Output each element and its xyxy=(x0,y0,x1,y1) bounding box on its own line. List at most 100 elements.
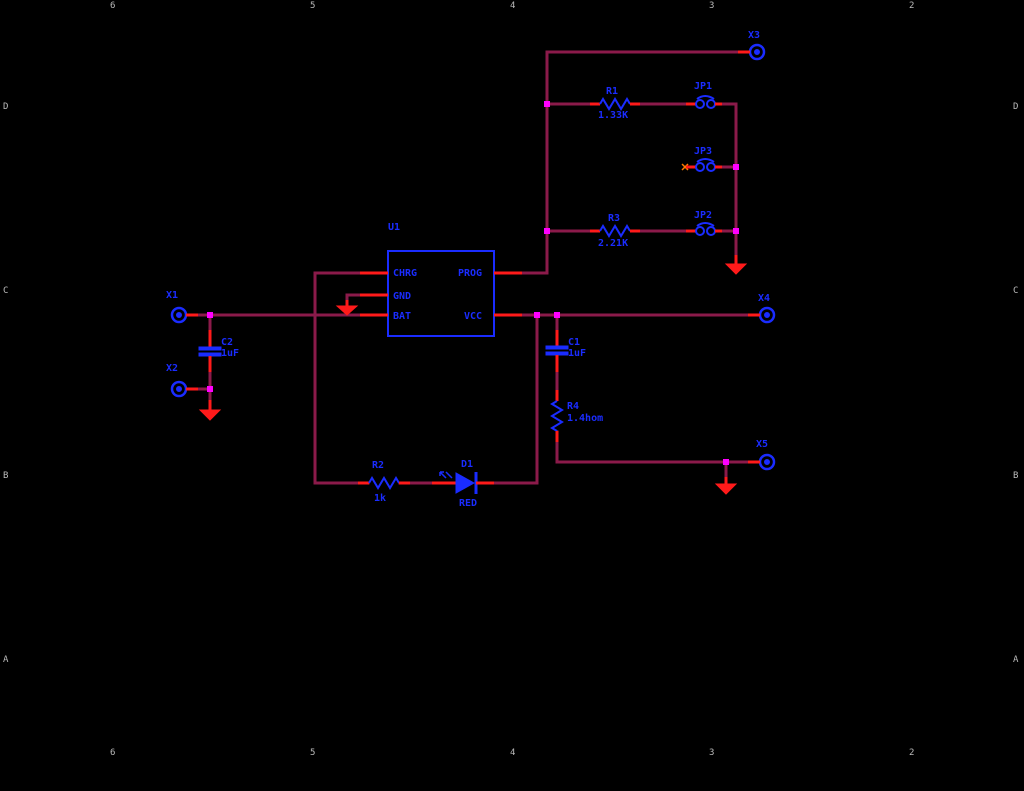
jp2-pad-b xyxy=(706,226,716,236)
jp2-bridge xyxy=(696,222,715,227)
d1-value: RED xyxy=(459,498,477,509)
capacitor-icon xyxy=(198,346,222,351)
resistor-r1[interactable]: R1 1.33K xyxy=(590,86,640,121)
frame-top-3: 3 xyxy=(709,1,714,11)
resistor-icon xyxy=(550,400,564,432)
frame-left-b: B xyxy=(3,471,8,481)
resistor-icon xyxy=(599,97,631,111)
led-emit-icon xyxy=(439,471,453,479)
r2-value: 1k xyxy=(374,493,386,504)
jp3-ref: JP3 xyxy=(694,146,712,157)
u1-label-chrg: CHRG xyxy=(393,268,417,279)
jp3-bridge xyxy=(696,158,715,163)
capacitor-c1[interactable]: C1 1uF xyxy=(545,330,586,372)
jumper-icon xyxy=(695,226,705,236)
x2-ref: X2 xyxy=(166,363,178,374)
u1-ref: U1 xyxy=(388,222,400,233)
frame-top-4: 4 xyxy=(510,1,515,11)
r4-ref: R4 xyxy=(567,401,579,412)
junction-dot xyxy=(207,312,213,318)
frame-bottom-5: 5 xyxy=(310,748,315,758)
junction-dot xyxy=(733,164,739,170)
wire-chrg-loop xyxy=(313,271,370,485)
jp1-pad-b xyxy=(706,99,716,109)
junction-dot xyxy=(723,459,729,465)
jp2-ref: JP2 xyxy=(694,210,712,221)
frame-markers: 6 5 4 3 2 6 5 4 3 2 D C B A D C B A xyxy=(3,1,1019,758)
frame-top-2: 2 xyxy=(909,1,914,11)
wire-r4-x5 xyxy=(555,430,750,464)
frame-right-b: B xyxy=(1013,471,1018,481)
x5-ref: X5 xyxy=(756,439,768,450)
c1-plate-b xyxy=(545,351,569,356)
u1-ic[interactable]: U1 CHRG GND BAT PROG VCC xyxy=(360,222,522,337)
c2-plate-b xyxy=(198,352,222,357)
jp3-pad-b xyxy=(706,162,716,172)
frame-top-6: 6 xyxy=(110,1,115,11)
nc-stroke xyxy=(681,163,689,171)
x4-ref: X4 xyxy=(758,293,770,304)
x5-dot xyxy=(764,459,770,465)
ground-icon xyxy=(724,255,748,275)
x3-ref: X3 xyxy=(748,30,760,41)
ground-icon xyxy=(714,477,738,495)
wire-d1-vcc xyxy=(483,313,539,485)
frame-bottom-3: 3 xyxy=(709,748,714,758)
frame-left-c: C xyxy=(3,286,8,296)
resistor-r3[interactable]: R3 2.21K xyxy=(590,213,640,249)
wire-prog-net xyxy=(518,50,747,275)
resistor-r4[interactable]: R4 1.4hom xyxy=(550,390,603,442)
resistor-icon xyxy=(599,224,631,238)
jp1-ref: JP1 xyxy=(694,81,712,92)
connector-x5[interactable]: X5 xyxy=(748,439,776,471)
r1-ref: R1 xyxy=(606,86,618,97)
junction-dot xyxy=(207,386,213,392)
frame-bottom-2: 2 xyxy=(909,748,914,758)
c1-value: 1uF xyxy=(568,348,586,359)
jumper-jp2[interactable]: JP2 xyxy=(686,210,722,236)
x3-dot xyxy=(754,49,760,55)
r1-value: 1.33K xyxy=(598,110,628,121)
connector-x1[interactable]: X1 xyxy=(166,290,198,324)
x1-ref: X1 xyxy=(166,290,178,301)
ground-icon xyxy=(335,300,359,316)
connector-x4[interactable]: X4 xyxy=(748,293,776,324)
led-d1[interactable]: D1 RED xyxy=(432,459,494,509)
ground-symbols xyxy=(198,255,748,495)
connector-x3[interactable]: X3 xyxy=(738,30,766,61)
r2-ref: R2 xyxy=(372,460,384,471)
frame-right-c: C xyxy=(1013,286,1018,296)
u1-label-gnd: GND xyxy=(393,291,411,302)
junction-dot xyxy=(544,101,550,107)
frame-bottom-6: 6 xyxy=(110,748,115,758)
junction-dot xyxy=(554,312,560,318)
c2-ref: C2 xyxy=(221,337,233,348)
ground-icon xyxy=(198,400,222,421)
jumper-icon xyxy=(695,162,705,172)
c2-value: 1uF xyxy=(221,348,239,359)
resistor-icon xyxy=(368,476,400,490)
r4-value: 1.4hom xyxy=(567,413,603,424)
junction-dot xyxy=(733,228,739,234)
jumper-jp1[interactable]: JP1 xyxy=(686,81,722,109)
capacitor-c2[interactable]: C2 1uF xyxy=(198,330,239,372)
c1-ref: C1 xyxy=(568,337,580,348)
frame-right-a: A xyxy=(1013,655,1019,665)
u1-label-bat: BAT xyxy=(393,311,411,322)
junction-dot xyxy=(534,312,540,318)
x2-dot xyxy=(176,386,182,392)
frame-left-a: A xyxy=(3,655,9,665)
resistor-r2[interactable]: R2 1k xyxy=(358,460,410,504)
capacitor-icon xyxy=(545,345,569,350)
jumper-jp3[interactable]: JP3 xyxy=(681,146,722,172)
x4-dot xyxy=(764,312,770,318)
jumper-icon xyxy=(695,99,705,109)
frame-bottom-4: 4 xyxy=(510,748,515,758)
connector-x2[interactable]: X2 xyxy=(166,363,198,398)
frame-right-d: D xyxy=(1013,102,1018,112)
diode-icon xyxy=(455,472,476,494)
wire-u1-gnd xyxy=(345,293,362,305)
frame-top-5: 5 xyxy=(310,1,315,11)
r3-value: 2.21K xyxy=(598,238,628,249)
